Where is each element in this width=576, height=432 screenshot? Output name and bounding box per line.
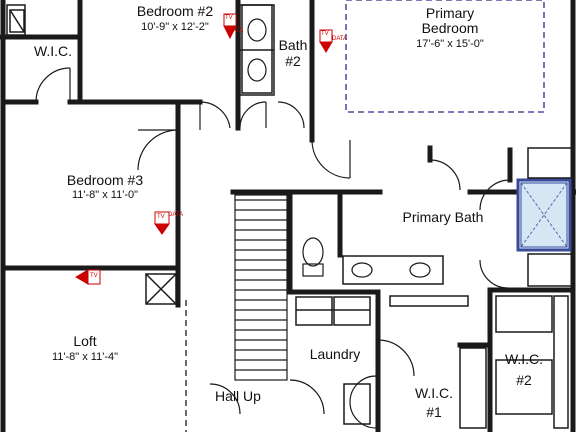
loft-name: Loft	[73, 333, 97, 349]
ceiling-outlines	[185, 0, 545, 432]
bath2-name-line1: Bath	[278, 37, 308, 53]
data-marker-bedroom2: DATA	[228, 28, 244, 34]
tv-markers	[75, 13, 333, 285]
tv-marker-bedroom2: TV	[225, 15, 233, 21]
data-marker-primary: DATA	[332, 36, 348, 42]
wic2-name-line2: #2	[516, 372, 532, 388]
primary-bedroom-name-line1: Primary	[425, 5, 475, 21]
wic1-name-line2: #1	[426, 404, 442, 420]
primary-bedroom-name-line2: Bedroom	[421, 20, 479, 36]
primary-bedroom-dims: 17'-6" x 15'-0"	[416, 38, 484, 50]
hall-up-name: Hall Up	[215, 388, 261, 404]
bedroom2-dims: 10'-9" x 12'-2"	[141, 21, 209, 33]
data-marker-bedroom3: DATA	[168, 212, 184, 218]
fixtures	[247, 18, 431, 278]
wic-left-name: W.I.C.	[33, 43, 73, 59]
wic1-name-line1: W.I.C.	[414, 385, 454, 401]
laundry-name: Laundry	[309, 346, 361, 362]
bedroom2-name: Bedroom #2	[136, 3, 214, 19]
tv-marker-bedroom3: TV	[157, 214, 165, 220]
doors	[35, 67, 511, 429]
bath2-name-line2: #2	[285, 53, 301, 69]
wic2-name-line1: W.I.C.	[504, 351, 544, 367]
bedroom3-name: Bedroom #3	[66, 172, 144, 188]
staircase	[234, 194, 288, 381]
partitions	[6, 4, 573, 429]
loft-dims: 11'-8" x 11'-4"	[51, 351, 119, 363]
tv-marker-primary: TV	[321, 31, 329, 37]
tv-marker-loft: TV	[90, 273, 98, 279]
bedroom3-dims: 11'-8" x 11'-0"	[71, 189, 139, 201]
primary-bath-name: Primary Bath	[402, 209, 484, 225]
